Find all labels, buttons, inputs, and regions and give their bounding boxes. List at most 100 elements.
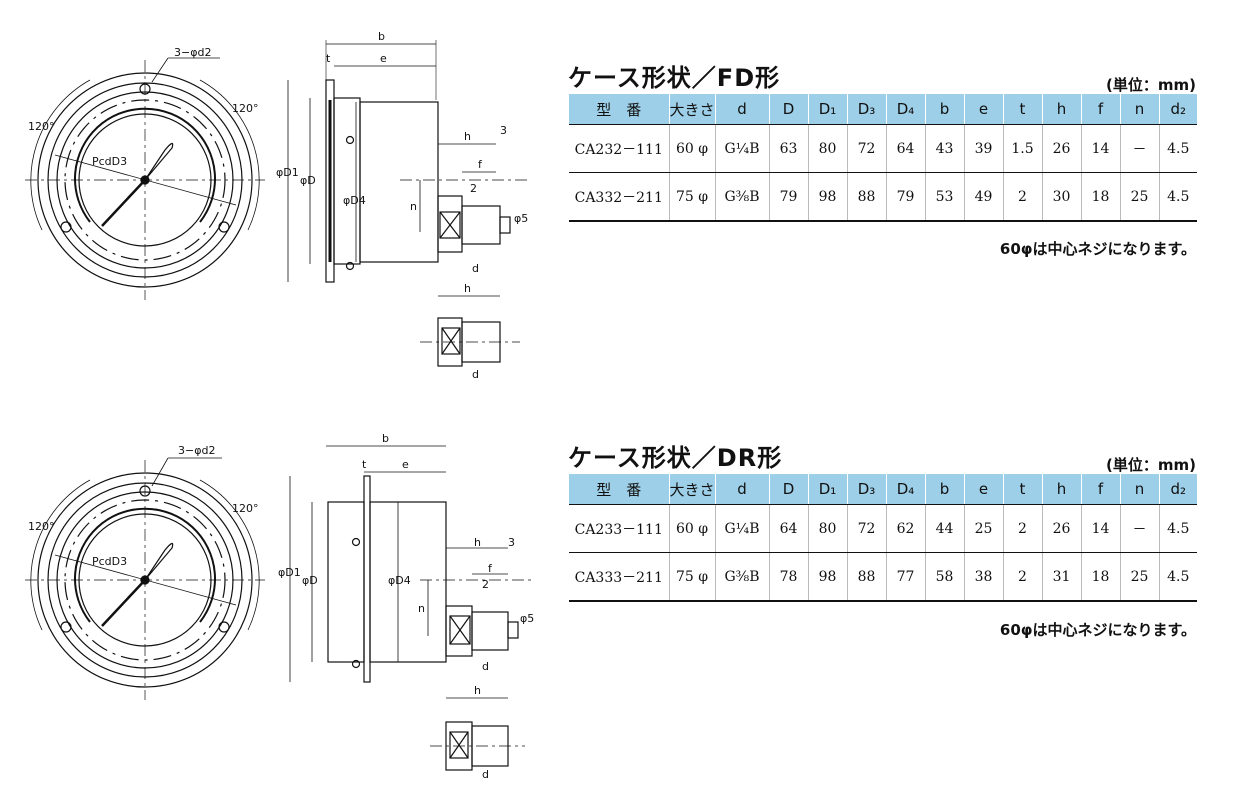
table-cell: 60 φ <box>668 504 715 553</box>
table-cell: CA333－211 <box>569 552 669 602</box>
header-cell: f <box>1080 94 1120 125</box>
header-cell: D <box>768 94 808 125</box>
header-cell: d₂ <box>1158 94 1197 125</box>
table-cell: 26 <box>1041 504 1081 553</box>
table-cell: 31 <box>1041 552 1081 602</box>
header-cell: D <box>768 474 808 505</box>
table-cell: 98 <box>807 552 847 602</box>
phi5-label: φ5 <box>520 612 534 625</box>
three-label: 3 <box>508 536 515 549</box>
d4-label: φD4 <box>388 574 411 587</box>
table-cell: G¼B <box>714 504 769 553</box>
header-cell: b <box>924 474 964 505</box>
d1-label: φD1 <box>278 566 301 579</box>
b-label: b <box>378 30 385 43</box>
table-cell: 98 <box>807 172 847 222</box>
fd-unit: (単位：mm) <box>1106 76 1196 94</box>
header-cell: D₃ <box>846 474 886 505</box>
table-cell: 14 <box>1080 124 1120 173</box>
angle-label-left: 120° <box>28 120 55 133</box>
table-cell: 88 <box>846 172 886 222</box>
dr-note: 60φは中心ネジになります。 <box>999 621 1196 639</box>
h-label-detail: h <box>464 282 471 295</box>
table-cell: 58 <box>924 552 964 602</box>
table-cell: 78 <box>768 552 808 602</box>
d1-label: φD1 <box>276 166 299 179</box>
table-cell: 64 <box>885 124 925 173</box>
table-cell: 60 φ <box>668 124 715 173</box>
angle-label-left: 120° <box>28 520 55 533</box>
h-label-detail: h <box>474 684 481 697</box>
table-cell: 1.5 <box>1002 124 1042 173</box>
table-cell: 53 <box>924 172 964 222</box>
table-cell: 44 <box>924 504 964 553</box>
f-label: f <box>478 158 483 171</box>
header-cell: 大きさ <box>668 94 715 125</box>
table-cell: 72 <box>846 504 886 553</box>
table-cell: 49 <box>963 172 1003 222</box>
fd-spec-table: 型 番 大きさ d D D₁ D₃ D₄ b e t h f n d₂ CA23… <box>569 94 1197 222</box>
table-cell: 79 <box>885 172 925 222</box>
dr-spec-table: 型 番 大きさ d D D₁ D₃ D₄ b e t h f n d₂ CA23… <box>569 474 1197 602</box>
table-row: CA332－211 75 φ G⅜B 79 98 88 79 53 49 2 3… <box>569 172 1197 222</box>
angle-label-right: 120° <box>232 102 259 115</box>
fd-note: 60φは中心ネジになります。 <box>999 240 1196 258</box>
h-label: h <box>464 130 471 143</box>
table-cell: 30 <box>1041 172 1081 222</box>
two-label: 2 <box>470 182 477 195</box>
header-cell: t <box>1002 94 1042 125</box>
table-cell: G¼B <box>714 124 769 173</box>
table-cell: 26 <box>1041 124 1081 173</box>
header-cell: D₄ <box>885 474 925 505</box>
table-cell: 75 φ <box>668 552 715 602</box>
fd-section: 3−φd2 120° 120° PcdD3 b e t h 3 f 2 φD1 … <box>0 0 1243 400</box>
table-cell: G⅜B <box>714 552 769 602</box>
table-row: CA233－111 60 φ G¼B 64 80 72 62 44 25 2 2… <box>569 504 1197 553</box>
header-cell: f <box>1080 474 1120 505</box>
table-cell: 25 <box>963 504 1003 553</box>
table-cell: 80 <box>807 124 847 173</box>
table-cell: 38 <box>963 552 1003 602</box>
table-cell: 14 <box>1080 504 1120 553</box>
header-cell: h <box>1041 474 1081 505</box>
table-cell: － <box>1119 504 1159 553</box>
dd-label-detail: d <box>472 368 479 381</box>
table-cell: 72 <box>846 124 886 173</box>
fd-title: ケース形状／FD形 <box>568 64 781 92</box>
header-cell: n <box>1119 94 1159 125</box>
t-label: t <box>326 52 331 65</box>
table-cell: 4.5 <box>1158 172 1197 222</box>
table-cell: 2 <box>1002 504 1042 553</box>
table-row: CA333－211 75 φ G⅜B 78 98 88 77 58 38 2 3… <box>569 552 1197 602</box>
table-cell: － <box>1119 124 1159 173</box>
dd-label: d <box>472 262 479 275</box>
header-cell: D₄ <box>885 94 925 125</box>
table-cell: 39 <box>963 124 1003 173</box>
dd-label: d <box>482 660 489 673</box>
angle-label-right: 120° <box>232 502 259 515</box>
header-cell: e <box>963 474 1003 505</box>
dr-title: ケース形状／DR形 <box>568 444 783 472</box>
table-cell: CA332－211 <box>569 172 669 222</box>
table-cell: 79 <box>768 172 808 222</box>
table-header-row: 型 番 大きさ d D D₁ D₃ D₄ b e t h f n d₂ <box>569 474 1197 505</box>
f-label: f <box>488 562 493 575</box>
table-cell: 80 <box>807 504 847 553</box>
holes-label: 3−φd2 <box>174 46 211 59</box>
table-cell: 4.5 <box>1158 504 1197 553</box>
e-label: e <box>402 458 409 471</box>
header-cell: d₂ <box>1158 474 1197 505</box>
dr-section: 3−φd2 120° 120° PcdD3 b e t h 3 f 2 φD1 … <box>0 400 1243 803</box>
fd-drawing: 3−φd2 120° 120° PcdD3 b e t h 3 f 2 φD1 … <box>25 30 530 381</box>
table-cell: 62 <box>885 504 925 553</box>
two-label: 2 <box>482 578 489 591</box>
t-label: t <box>362 458 367 471</box>
n-label: n <box>410 200 417 213</box>
pcd-label: PcdD3 <box>92 155 127 168</box>
table-cell: 63 <box>768 124 808 173</box>
d-label: φD <box>302 574 318 587</box>
header-cell: d <box>714 94 769 125</box>
header-cell: n <box>1119 474 1159 505</box>
e-label: e <box>380 52 387 65</box>
table-cell: CA232－111 <box>569 124 669 173</box>
